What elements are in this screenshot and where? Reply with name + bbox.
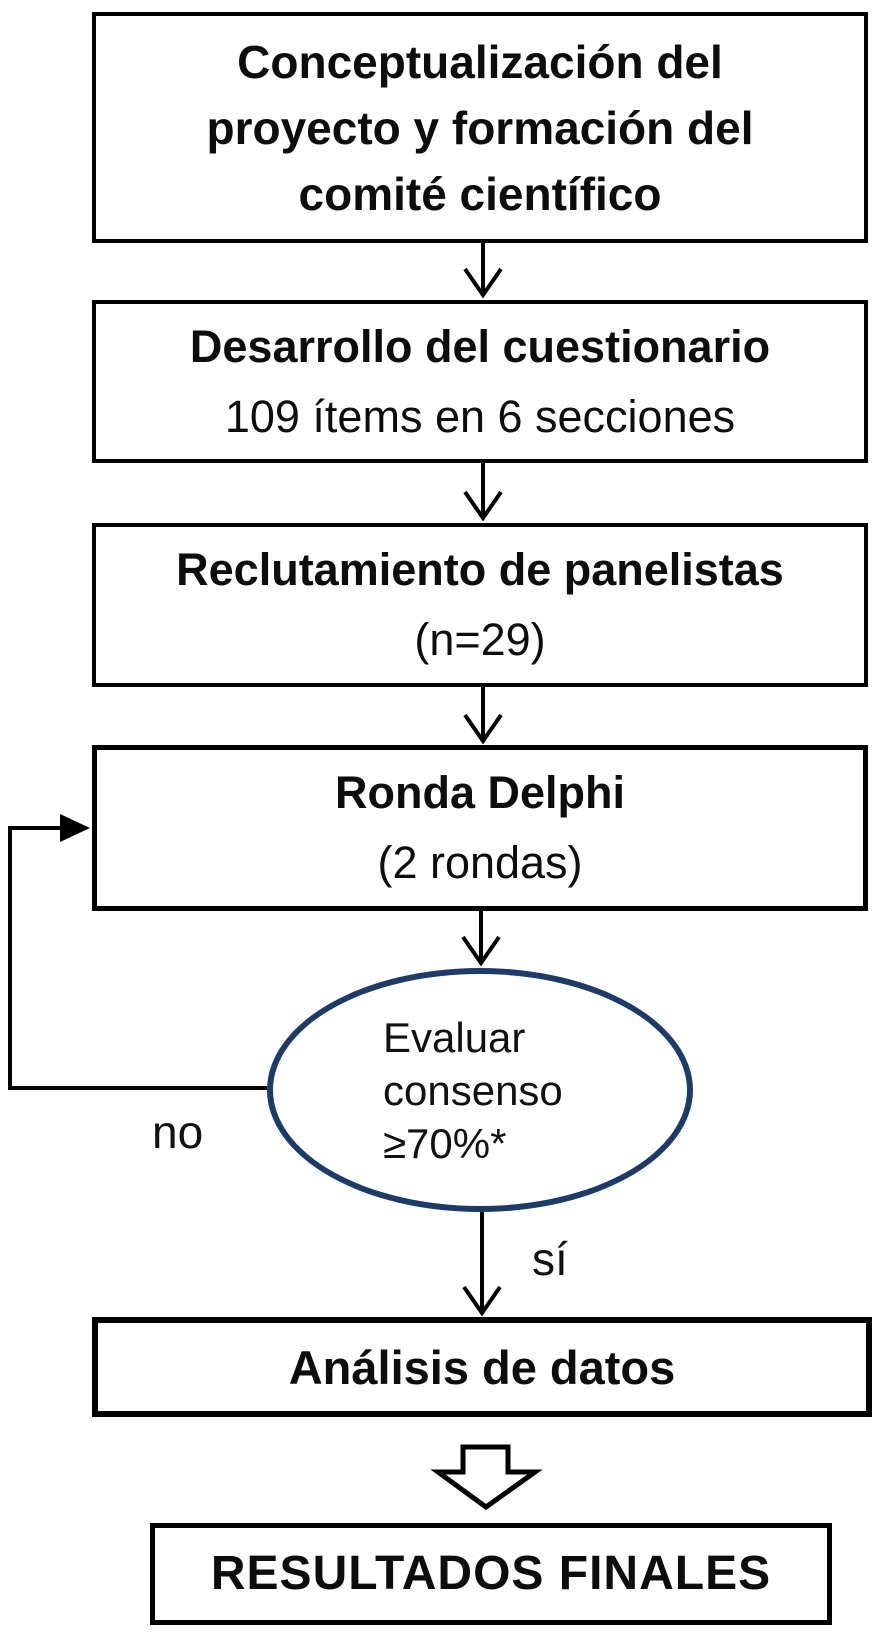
arrow-conceptualizacion-to-cuestionario (463, 243, 503, 299)
box-resultados: RESULTADOS FINALES (150, 1523, 832, 1625)
arrow-ronda-to-consenso (461, 911, 501, 967)
branch-label-si: sí (532, 1233, 568, 1285)
no-loop-arrow (8, 814, 267, 1090)
box-analisis: Análisis de datos (92, 1317, 872, 1417)
decision-consenso-ellipse: Evaluar consenso ≥70%* (267, 968, 693, 1212)
decision-consenso-line3: ≥70%* (383, 1119, 507, 1167)
box-conceptualizacion-line3: comité científico (298, 167, 662, 220)
box-cuestionario-subtitle: 109 ítems en 6 secciones (224, 390, 736, 442)
box-ronda-delphi-subtitle: (2 rondas) (377, 837, 583, 888)
block-arrow-down-icon (430, 1444, 543, 1511)
box-resultados-title: RESULTADOS FINALES (210, 1547, 772, 1600)
box-reclutamiento-subtitle: (n=29) (414, 614, 546, 665)
decision-consenso-line2: consenso (383, 1066, 563, 1114)
branch-label-no: no (152, 1106, 204, 1158)
box-reclutamiento-title: Reclutamiento de panelistas (176, 544, 784, 595)
box-reclutamiento: Reclutamiento de panelistas (n=29) (92, 523, 868, 687)
box-ronda-delphi-title: Ronda Delphi (335, 767, 625, 818)
arrow-consenso-to-analisis (462, 1212, 502, 1317)
box-cuestionario-title: Desarrollo del cuestionario (189, 320, 771, 372)
box-conceptualizacion: Conceptualización del proyecto y formaci… (92, 12, 868, 243)
decision-consenso-line1: Evaluar (383, 1013, 526, 1061)
box-conceptualizacion-line1: Conceptualización del (237, 35, 723, 88)
arrow-reclutamiento-to-ronda (463, 687, 503, 745)
box-cuestionario: Desarrollo del cuestionario 109 ítems en… (92, 300, 868, 463)
decision-consenso-text: Evaluar consenso ≥70%* (383, 1011, 563, 1170)
box-analisis-title: Análisis de datos (288, 1340, 676, 1394)
box-ronda-delphi: Ronda Delphi (2 rondas) (92, 745, 868, 911)
arrow-cuestionario-to-reclutamiento (463, 463, 503, 522)
box-conceptualizacion-line2: proyecto y formación del (206, 101, 754, 154)
